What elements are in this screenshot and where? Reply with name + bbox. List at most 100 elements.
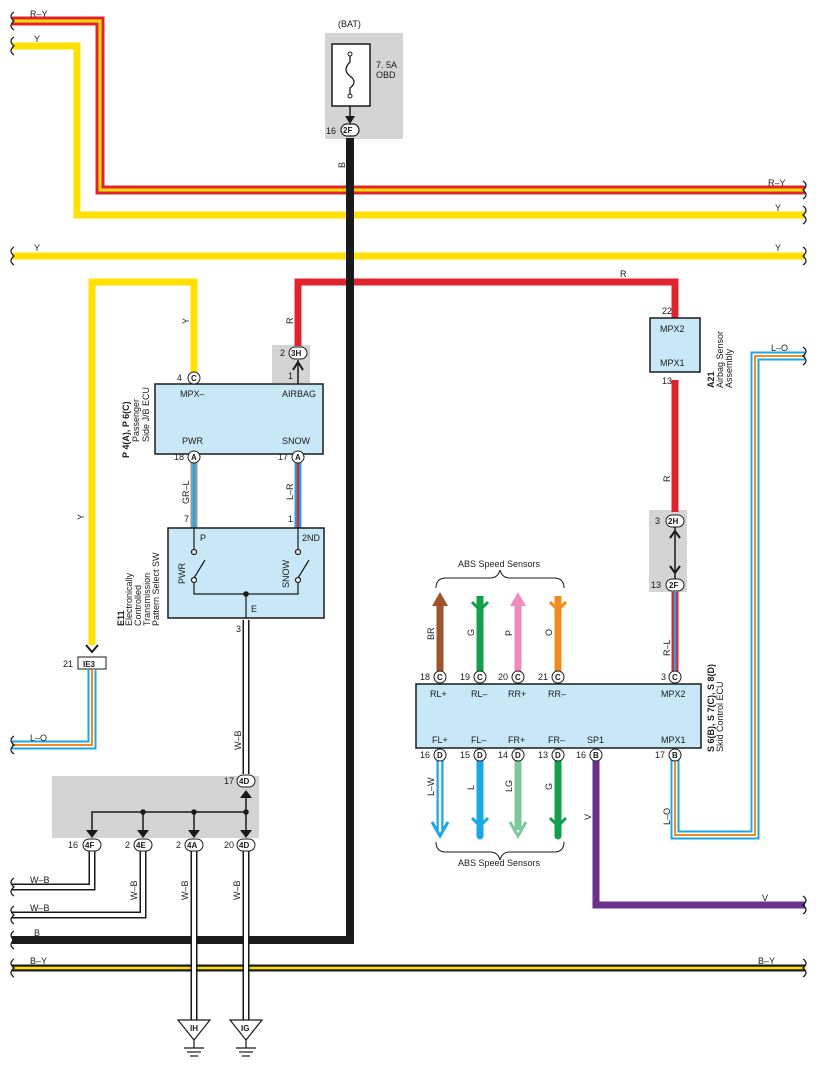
wire-label-g-bottom: G bbox=[544, 783, 554, 790]
skid-pin-num: 15 bbox=[460, 750, 470, 760]
passenger-ecu-pin-snow-num: 17 bbox=[278, 452, 288, 462]
skid-ecu-bottom-labels: FL+ 16 D FL– 15 D FR+ 14 D FR– 13 D SP1 … bbox=[420, 735, 686, 760]
abs-wire-rl-plus bbox=[432, 592, 448, 672]
passenger-ecu-pin-mpx-num: 4 bbox=[177, 373, 182, 383]
pattern-switch-pin3: 3 bbox=[236, 624, 241, 634]
skid-pin-num: 20 bbox=[498, 672, 508, 682]
abs-wire-fl-minus bbox=[470, 754, 490, 840]
skid-pin-label: RL– bbox=[471, 689, 488, 699]
abs-label-top: ABS Speed Sensors bbox=[458, 559, 541, 569]
skid-ecu-top-labels: 18 C RL+ 19 C RL– 20 C RR+ 21 C RR– 3 C … bbox=[420, 672, 686, 699]
abs-wire-fl-plus bbox=[430, 758, 450, 840]
ground-ih-label: IH bbox=[190, 1024, 198, 1033]
skid-pin-conn: D bbox=[515, 751, 521, 760]
wire-wb-branches bbox=[12, 850, 250, 1020]
passenger-ecu-code: P 4(A), P 6(C) bbox=[121, 401, 131, 458]
passenger-ecu-conn-snow: A bbox=[295, 453, 301, 462]
airbag-pin22: 22 bbox=[662, 306, 672, 316]
junction-arrow-4f bbox=[86, 830, 98, 838]
skid-pin-label: SP1 bbox=[587, 735, 604, 745]
skid-pin-num: 16 bbox=[576, 750, 586, 760]
fuse-pin: 16 bbox=[326, 126, 336, 136]
wire-label-y-left: Y bbox=[34, 34, 40, 44]
wire-v bbox=[592, 758, 805, 909]
skid-pin-label: FL+ bbox=[432, 735, 448, 745]
jb-conn: 4D bbox=[239, 841, 249, 850]
junction-2h-conn: 2H bbox=[668, 517, 678, 526]
fuse-element bbox=[345, 54, 355, 96]
abs-brace-top bbox=[435, 569, 565, 589]
wire-label-r-vertical-2: R bbox=[662, 475, 672, 482]
jb-pin: 2 bbox=[125, 840, 130, 850]
wire-label-y-vertical: Y bbox=[181, 318, 191, 324]
wire-label-v-vertical: V bbox=[583, 814, 593, 820]
wire-label-wb-2: W–B bbox=[30, 903, 50, 913]
wire-label-b-left: B bbox=[34, 928, 40, 938]
abs-brace-bottom bbox=[435, 841, 565, 861]
skid-ecu-name: Skid Control ECU bbox=[715, 681, 725, 752]
skid-pin-conn: C bbox=[437, 673, 443, 682]
junction-2f-pin: 13 bbox=[651, 580, 661, 590]
wire-label-l: L bbox=[466, 785, 476, 790]
skid-pin-label: RR– bbox=[548, 689, 566, 699]
fuse-connector bbox=[340, 123, 360, 137]
passenger-ecu-pin-pwr bbox=[187, 450, 201, 464]
wire-label-v-right: V bbox=[762, 893, 768, 903]
skid-pin-num: 17 bbox=[655, 750, 665, 760]
wire-lo-right bbox=[670, 351, 805, 840]
jb-pin: 16 bbox=[68, 840, 78, 850]
wire-label-lo-right: L–O bbox=[771, 343, 788, 353]
skid-pin-label: FR+ bbox=[508, 735, 525, 745]
wire-breaks bbox=[10, 11, 807, 978]
wire-label-r-top: R bbox=[620, 269, 627, 279]
pattern-switch-contacts bbox=[190, 528, 310, 618]
passenger-ecu-pin-mpx bbox=[187, 371, 201, 385]
skid-pin-label: MPX1 bbox=[661, 735, 686, 745]
airbag-mpx2: MPX2 bbox=[660, 324, 685, 334]
ie3-conn: IE3 bbox=[83, 660, 96, 669]
pattern-switch-pwr: PWR bbox=[177, 563, 187, 584]
skid-pin-conn: C bbox=[515, 673, 521, 682]
pattern-switch-pin1: 1 bbox=[288, 514, 293, 524]
wire-b bbox=[12, 138, 354, 944]
skid-pin-num: 21 bbox=[538, 672, 548, 682]
passenger-ecu-pin-pwr-num: 18 bbox=[174, 452, 184, 462]
skid-pin-num: 18 bbox=[420, 672, 430, 682]
airbag-sensor-box bbox=[649, 317, 701, 373]
pattern-switch-name4: Pattern Select SW bbox=[151, 552, 161, 626]
passenger-ecu-conn-pwr: A bbox=[191, 453, 197, 462]
wire-label-rl: R–L bbox=[662, 639, 672, 656]
fuse-name: OBD bbox=[376, 70, 396, 80]
airbag-name2: Assembly bbox=[724, 348, 734, 388]
skid-pin-conn: C bbox=[555, 673, 561, 682]
pattern-switch-pin7: 7 bbox=[184, 514, 189, 524]
wire-label-ry-right: R–Y bbox=[768, 178, 786, 188]
pattern-switch-name2: Controlled bbox=[133, 585, 143, 626]
wire-label-wb-4a: W–B bbox=[180, 880, 190, 900]
connector-ie3 bbox=[77, 656, 107, 670]
passenger-ecu-pwr: PWR bbox=[182, 436, 203, 446]
skid-pin-num: 16 bbox=[420, 750, 430, 760]
jb-pin: 2 bbox=[176, 840, 181, 850]
wire-r bbox=[294, 278, 679, 346]
junction-bus bbox=[91, 795, 249, 830]
pattern-switch-name3: Transmission bbox=[142, 573, 152, 626]
airbag-name1: Airbag Sensor bbox=[715, 331, 725, 388]
wire-label-b-vertical: B bbox=[337, 162, 347, 168]
junction-3h-conn: 3H bbox=[291, 349, 301, 358]
skid-pin-conn: B bbox=[593, 751, 599, 760]
ground-ig-label: IG bbox=[241, 1024, 249, 1033]
skid-pin-label: MPX2 bbox=[661, 689, 686, 699]
wire-label-by-left: B–Y bbox=[30, 956, 47, 966]
junction-3h-pin1: 1 bbox=[288, 371, 293, 381]
junction-arrow-top bbox=[240, 790, 252, 798]
wire-label-y2-right: Y bbox=[775, 243, 781, 253]
jb-top-pin: 17 bbox=[224, 776, 234, 786]
wire-ry bbox=[12, 16, 805, 195]
wire-label-wb-4e: W–B bbox=[129, 880, 139, 900]
passenger-ecu-conn-mpx: C bbox=[191, 374, 197, 383]
ground-ih bbox=[176, 1019, 212, 1057]
wire-label-lo-left: L–O bbox=[30, 733, 47, 743]
skid-pin-conn: D bbox=[437, 751, 443, 760]
